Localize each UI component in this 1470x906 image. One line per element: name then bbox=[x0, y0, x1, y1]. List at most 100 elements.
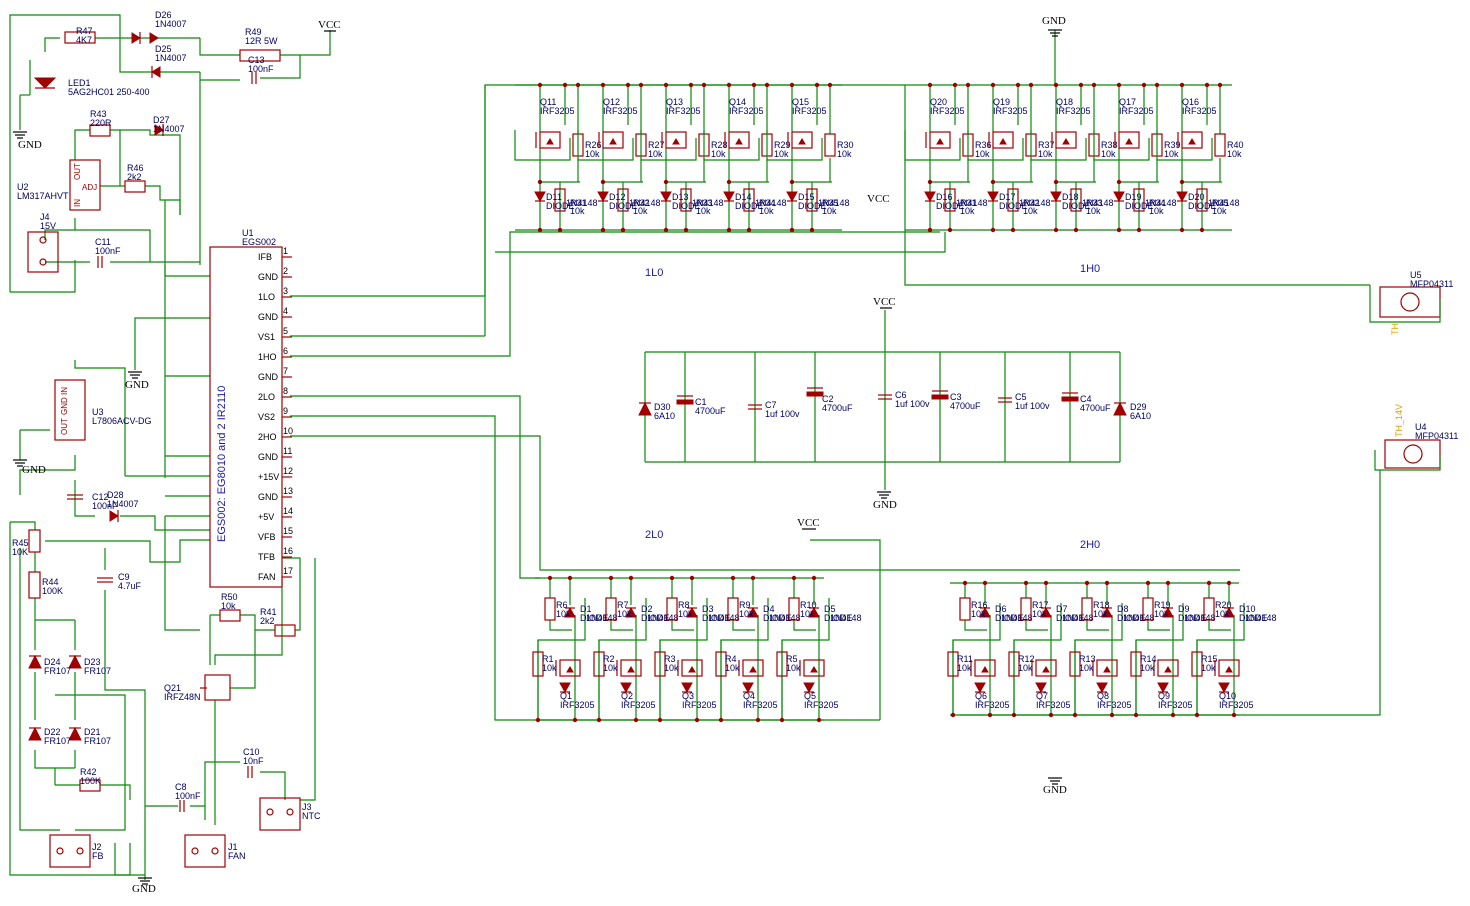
junction-dot bbox=[1091, 82, 1097, 88]
junction-dot bbox=[789, 82, 795, 88]
gate-resistor-value: 10k bbox=[739, 609, 754, 619]
resistor-body bbox=[776, 651, 788, 677]
junction-dot bbox=[663, 82, 669, 88]
diode-ref: D1 bbox=[580, 604, 592, 614]
diode-value: DIODE bbox=[936, 201, 965, 211]
mosfet-value: IRF3205 bbox=[1182, 106, 1217, 116]
resistor-body bbox=[806, 188, 818, 212]
mosfet-arrow bbox=[609, 138, 617, 145]
ic-pin-number: 10 bbox=[283, 426, 293, 436]
thermal-tag-u5: TH bbox=[1390, 323, 1400, 335]
pulldown-value: 10k bbox=[1018, 663, 1033, 673]
junction-dot bbox=[811, 575, 817, 581]
component-ref: C5 bbox=[1015, 392, 1027, 402]
wire bbox=[703, 130, 760, 161]
component-value: 100nF bbox=[248, 64, 274, 74]
diode-value: DIODE bbox=[546, 201, 575, 211]
diode-ref: D16 bbox=[936, 192, 953, 202]
diode-triangle bbox=[1096, 682, 1108, 694]
wire bbox=[904, 130, 961, 161]
gate-resistor-value: 10k bbox=[648, 149, 663, 159]
mosfet-ref: Q19 bbox=[993, 97, 1010, 107]
mosfet-body bbox=[1218, 659, 1240, 677]
mosfet-value: IRF3205 bbox=[1036, 700, 1071, 710]
resistor-body bbox=[944, 188, 956, 212]
ic-pin-name: GND bbox=[258, 312, 279, 322]
diode-triangle bbox=[660, 191, 672, 203]
mosfet-value: IRF3205 bbox=[603, 106, 638, 116]
gnd-label-caps: GND bbox=[873, 499, 897, 511]
junction-dot bbox=[726, 82, 732, 88]
vcc-label-top-bank: VCC bbox=[867, 193, 890, 205]
junction-dot bbox=[1179, 82, 1185, 88]
component-value: NTC bbox=[302, 811, 321, 821]
diode-triangle bbox=[1162, 606, 1174, 618]
wire bbox=[1118, 148, 1159, 183]
component-value: 12R 5W bbox=[245, 36, 278, 46]
mosfet-value: IRF3205 bbox=[666, 106, 701, 116]
resistor-body bbox=[680, 188, 692, 212]
component-ref: R41 bbox=[260, 607, 277, 617]
diode-value: DIODE bbox=[798, 201, 827, 211]
pulldown-ref: R35 bbox=[1212, 198, 1229, 208]
net-label-1h0: 1H0 bbox=[1080, 263, 1100, 275]
gnd-label-u3-top: GND bbox=[125, 379, 149, 391]
resistor-body bbox=[1142, 597, 1154, 621]
net-label-2h0: 2H0 bbox=[1080, 539, 1100, 551]
junction-dot bbox=[1165, 580, 1171, 586]
junction-dot bbox=[663, 227, 669, 233]
component-value: IRFZ48N bbox=[164, 692, 201, 702]
junction-dot bbox=[701, 82, 707, 88]
ic-pin-number: 15 bbox=[283, 526, 293, 536]
gnd-label-u2: GND bbox=[18, 139, 42, 151]
diode-triangle bbox=[1101, 606, 1113, 618]
diode-value: DIODE bbox=[641, 613, 670, 623]
mosfet-ref: Q9 bbox=[1158, 691, 1170, 701]
pulldown-value: 10k bbox=[570, 206, 585, 216]
resistor-body bbox=[1020, 597, 1032, 621]
pulldown-value: 10k bbox=[664, 663, 679, 673]
mosfet-ref: Q17 bbox=[1119, 97, 1136, 107]
junction-dot bbox=[1053, 227, 1059, 233]
pulldown-value: 10k bbox=[822, 206, 837, 216]
junction-dot bbox=[1204, 82, 1210, 88]
component-value: 4700uF bbox=[950, 401, 981, 411]
wire bbox=[671, 620, 694, 631]
wire bbox=[602, 148, 643, 183]
gate-resistor-value: 10k bbox=[1215, 609, 1230, 619]
thermal-tag-u4: TH_14V bbox=[1394, 404, 1404, 437]
mosfet-arrow bbox=[1103, 666, 1111, 673]
junction-dot bbox=[547, 575, 553, 581]
gate-resistor-value: 10k bbox=[1227, 149, 1242, 159]
component-ref: J2 bbox=[92, 842, 102, 852]
diode-ref: D14 bbox=[735, 192, 752, 202]
diode-value: DIODE bbox=[1062, 201, 1091, 211]
component-ref: D28 bbox=[107, 490, 124, 500]
mosfet-arrow bbox=[981, 666, 989, 673]
diode-ref: D8 bbox=[1117, 604, 1129, 614]
mosfet-body bbox=[1055, 131, 1077, 149]
mosfet-value: IRF3205 bbox=[1097, 700, 1132, 710]
ic-pin-number: 6 bbox=[283, 346, 288, 356]
pulldown-ref: R35 bbox=[822, 198, 839, 208]
junction-dot bbox=[1023, 580, 1029, 586]
resistor-body bbox=[1070, 188, 1082, 212]
ic-pin-name: GND bbox=[258, 492, 279, 502]
mosfet-arrow bbox=[1042, 666, 1050, 673]
junction-dot bbox=[1109, 712, 1115, 718]
mosfet-body bbox=[1181, 131, 1203, 149]
component-ref: J3 bbox=[302, 802, 312, 812]
diode-value: DIODE bbox=[1178, 613, 1207, 623]
resistor-body bbox=[743, 188, 755, 212]
gate-resistor-value: 10k bbox=[711, 149, 726, 159]
diode-value: DIODE bbox=[672, 201, 701, 211]
wire bbox=[514, 130, 571, 161]
